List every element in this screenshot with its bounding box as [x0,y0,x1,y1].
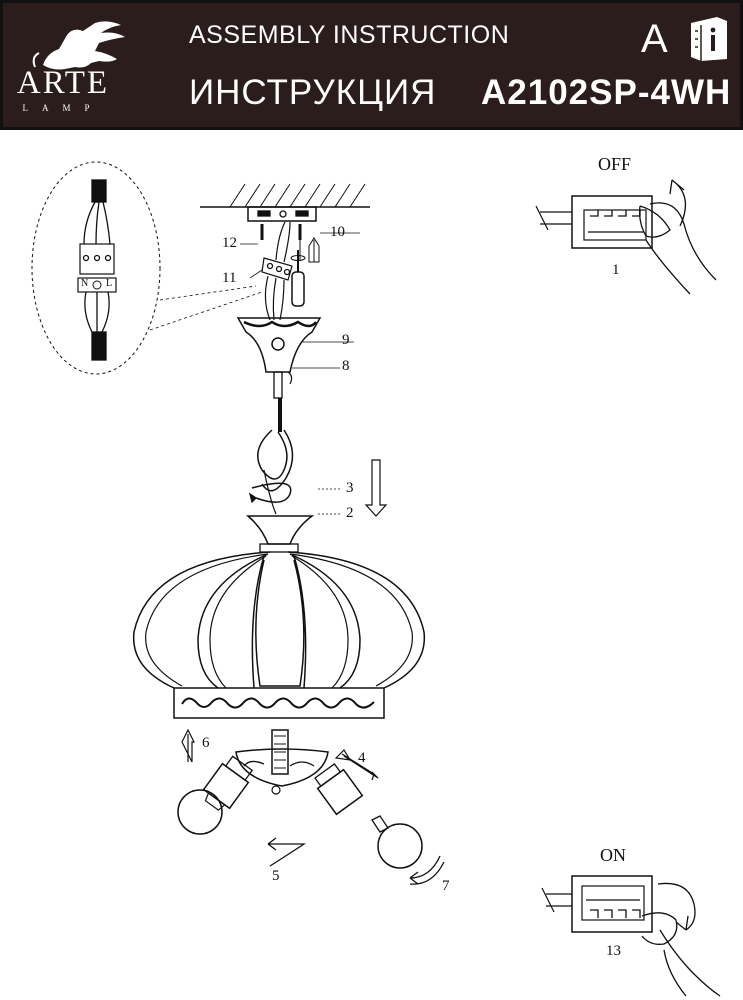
step-12-label: 12 [222,235,237,251]
terminal-l-label: L [106,278,113,289]
assembly-diagram [31,161,721,997]
brand-name: ARTE [16,65,110,101]
step-6-label: 6 [202,735,210,751]
step-7-label: 7 [442,878,450,894]
step-4-label: 4 [358,750,366,766]
language-letter: A [641,17,668,61]
step-13-label: 13 [606,943,621,959]
screwdriver-icon [290,250,306,307]
title-russian: ИНСТРУКЦИЯ [189,73,437,112]
step-11-label: 11 [222,270,237,286]
header-banner: ARTE LAMP ASSEMBLY INSTRUCTION ИНСТРУКЦИ… [0,0,743,130]
step-2-label: 2 [346,505,354,521]
terminal-n-label: N [81,278,89,289]
switch-on-label: ON [600,845,626,865]
title-english: ASSEMBLY INSTRUCTION [189,21,510,49]
mounting-bracket [247,206,317,222]
chain-and-cord [248,398,294,515]
bulb-holder-plate [235,729,329,795]
info-book-icon [691,17,727,61]
switch-on-diagram [541,875,721,997]
brand-subtitle: LAMP [22,103,104,113]
griffin-logo-icon [32,21,125,70]
lamp-shade [132,515,426,719]
switch-off-label: OFF [598,154,632,174]
left-bulb [177,755,265,835]
ceiling-hatch [200,183,370,208]
canopy [236,317,322,373]
switch-off-diagram [535,179,717,295]
step-8-label: 8 [342,358,350,374]
step-10-label: 10 [330,224,345,240]
step-3-label: 3 [346,480,354,496]
wiring-detail-callout [31,161,263,375]
step-1-label: 1 [612,262,620,278]
step-5-label: 5 [272,868,280,884]
right-bulb [289,761,423,869]
terminal-block [261,257,293,281]
step-9-label: 9 [342,332,350,348]
model-number: A2102SP-4WH [481,73,732,112]
